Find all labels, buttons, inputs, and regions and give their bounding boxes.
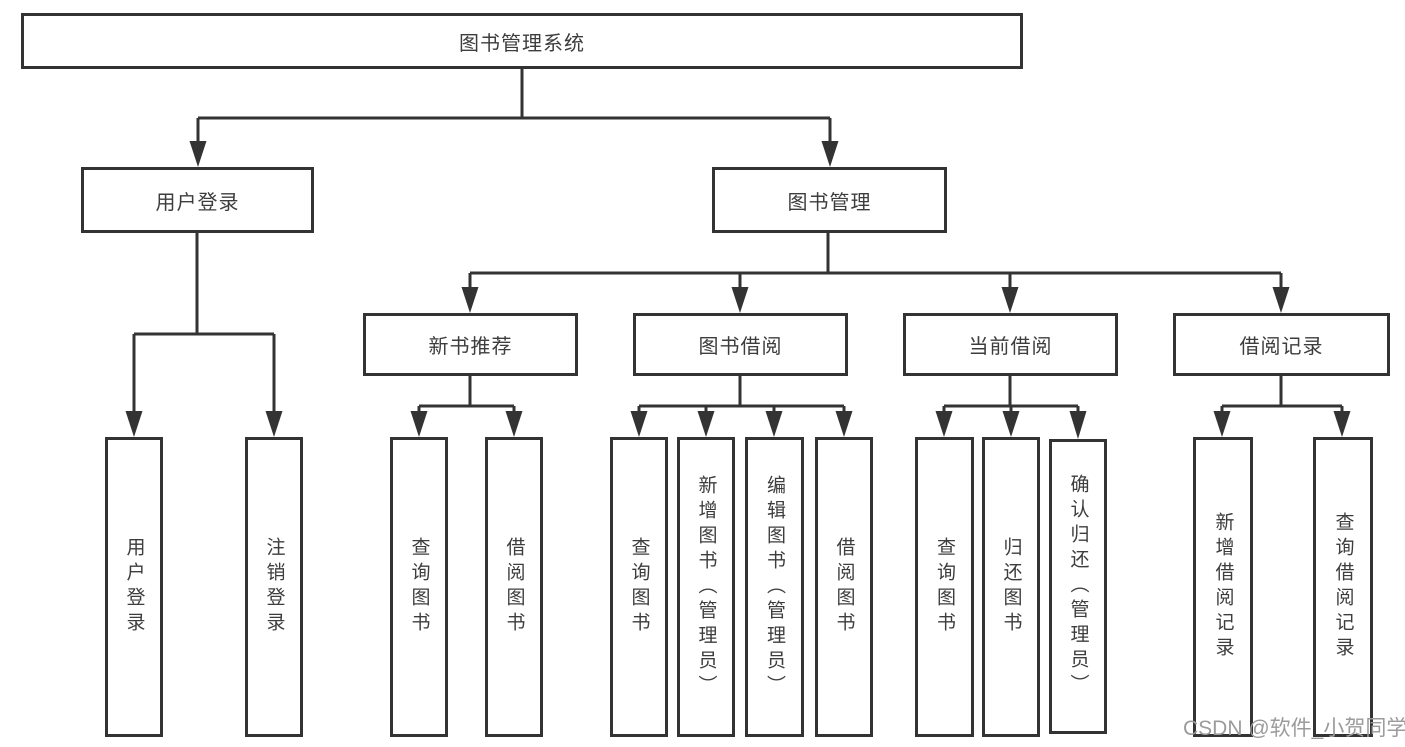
- node-borrow-records: 借阅记录: [1173, 313, 1390, 376]
- node-book-borrow: 图书借阅: [633, 313, 848, 376]
- node-library-system: 图书管理系统: [21, 13, 1023, 69]
- leaf-cb-query-books: 查询图书: [915, 437, 974, 737]
- node-book-management: 图书管理: [712, 167, 947, 233]
- leaf-user-login: 用户登录: [105, 437, 163, 737]
- leaf-logout: 注销登录: [245, 437, 303, 737]
- leaf-bb-borrow-books: 借阅图书: [815, 437, 873, 737]
- leaf-br-query-record: 查询借阅记录: [1313, 437, 1373, 737]
- leaf-bb-edit-books-admin: 编辑图书（管理员）: [745, 437, 804, 737]
- leaf-bb-query-books: 查询图书: [610, 437, 668, 737]
- leaf-bb-add-books-admin: 新增图书（管理员）: [677, 437, 735, 737]
- leaf-cb-return-books: 归还图书: [982, 437, 1040, 737]
- node-user-login: 用户登录: [81, 167, 314, 233]
- leaf-cb-confirm-return-admin: 确认归还（管理员）: [1049, 439, 1107, 734]
- leaf-nbr-query-books: 查询图书: [390, 437, 448, 737]
- csdn-watermark: CSDN @软件_小贺同学: [1183, 717, 1405, 740]
- node-current-borrow: 当前借阅: [903, 313, 1118, 376]
- node-new-book-recommend: 新书推荐: [363, 313, 578, 376]
- leaf-br-add-record: 新增借阅记录: [1193, 437, 1253, 737]
- arrowheads: [125, 141, 1351, 439]
- leaf-nbr-borrow-books: 借阅图书: [485, 437, 543, 737]
